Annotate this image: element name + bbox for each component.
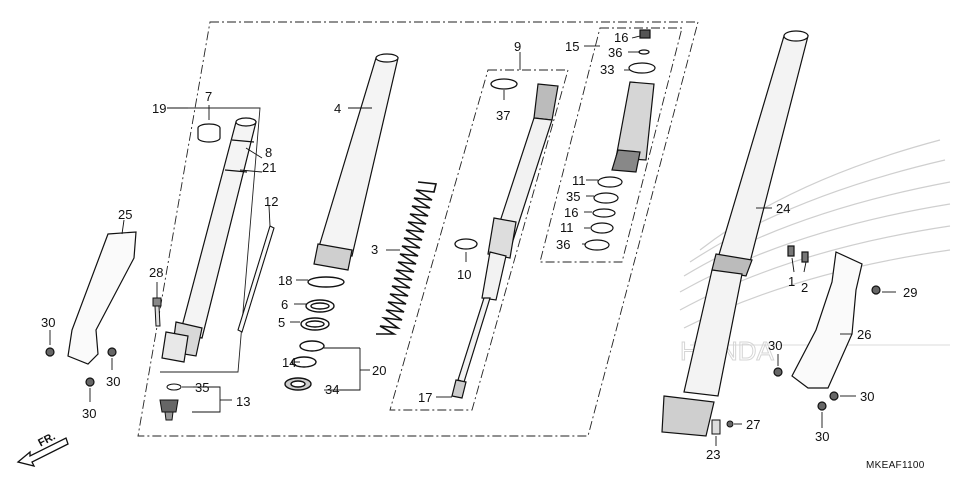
callout-11-a: 11 [572,173,586,188]
part-26-fork-guard [773,245,881,411]
callout-28: 28 [149,265,164,280]
part-9-damper-cartridge [451,83,559,399]
part-3-spring [376,181,437,335]
assembly-outline-15 [539,27,683,263]
part-8-inner-tube [161,117,257,363]
callout-23: 23 [706,447,721,462]
part-4-outer-tube [313,53,399,271]
part-11-washer [597,176,623,188]
callout-15: 15 [565,39,580,54]
assembly-outline-9 [389,69,569,411]
callout-5: 5 [278,315,286,330]
callout-37: 37 [496,108,511,123]
callout-8: 8 [265,145,273,160]
part-23-27-bleed [711,419,734,435]
callout-24: 24 [776,201,791,216]
callout-10: 10 [457,267,472,282]
part-25-fork-guard [45,231,137,387]
callout-7: 7 [205,89,213,104]
part-32-washer [593,192,619,204]
callout-32: 35 [566,189,581,204]
callout-14: 14 [282,355,297,370]
callout-30-d: 30 [768,338,783,353]
callout-36: 36 [556,237,571,252]
part-28-bolt [152,297,162,327]
callout-35: 36 [608,45,623,60]
callout-18: 17 [418,390,433,405]
front-direction-arrow [16,437,69,467]
callout-30-a: 30 [41,315,56,330]
callout-34: 33 [600,62,615,77]
part-12-rod [237,225,275,333]
callout-30-b: 30 [106,374,121,389]
cartridge-rings [454,78,518,250]
diagram-code: MKEAF1100 [866,460,925,471]
part-36-washer [584,239,610,251]
callout-13: 13 [236,394,251,409]
callout-16: 16 [564,205,579,220]
callout-30-f: 30 [815,429,830,444]
callout-3: 3 [371,242,379,257]
leader-lines [49,35,896,446]
callout-1: 1 [788,274,796,289]
callout-29: 29 [903,285,918,300]
callout-33: 35 [195,380,210,395]
part-15-valve-stack [584,29,656,251]
part-10-ring [454,238,478,250]
callout-2: 2 [801,280,809,295]
callout-30-c: 30 [82,406,97,421]
seal-rings-group [284,276,345,391]
callout-25: 25 [118,207,133,222]
part-34-ring [628,62,656,74]
callout-20: 19 [152,101,167,116]
callout-21: 20 [372,363,387,378]
part-16-washer [592,208,616,218]
callout-27: 27 [746,417,761,432]
callout-26: 26 [857,327,872,342]
callout-6: 6 [281,297,289,312]
callout-19: 18 [278,273,293,288]
callout-4: 4 [334,101,342,116]
part-24-fork-leg [661,30,809,437]
assembly-outline-13 [160,107,261,373]
part-7-bushing [197,123,221,143]
callout-30-e: 30 [860,389,875,404]
part-13-drain-bolt [159,383,182,421]
callout-11-b: 11 [560,220,574,235]
callout-9: 9 [514,39,522,54]
callout-17: 16 [614,30,629,45]
callout-22: 21 [262,160,277,175]
assembly-outline-20 [137,21,699,437]
callout-12: 12 [264,194,279,209]
part-37-ring [490,78,518,90]
callout-31: 34 [325,382,340,397]
part-19-ring [307,276,345,288]
